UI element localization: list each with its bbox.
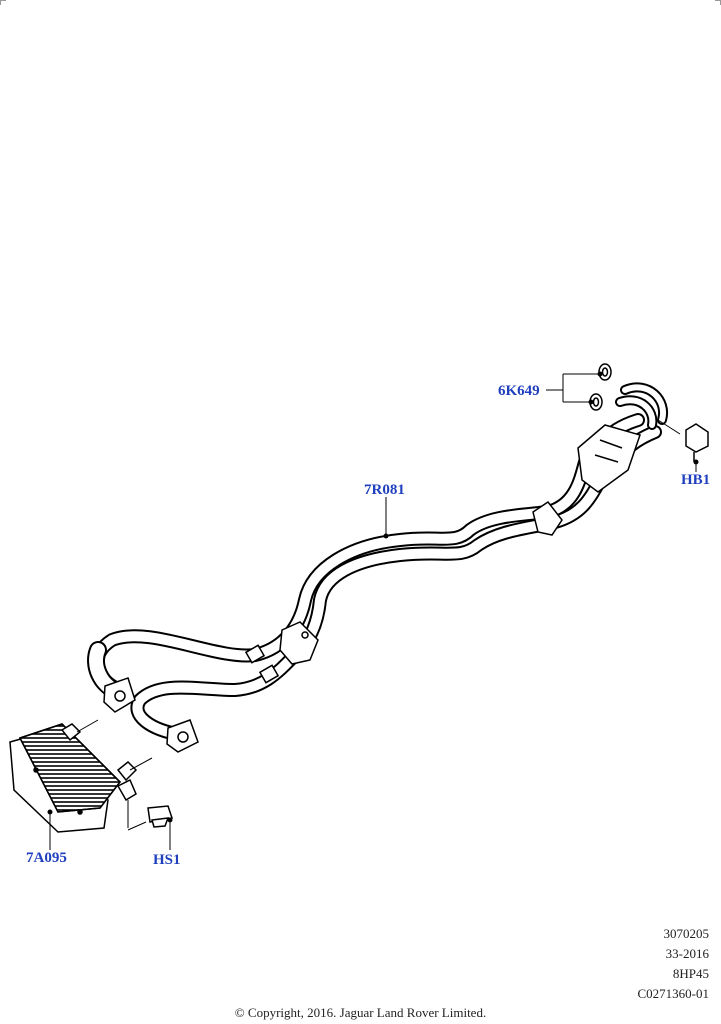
info-line-1: 3070205 [663,926,710,941]
callout-bolt-hb1[interactable]: HB1 [681,472,711,488]
info-line-3: 8HP45 [672,966,709,981]
top-left-corner-mark [0,0,6,5]
pipe-joint-mid [244,644,280,684]
pipe-bracket-middle [279,621,319,665]
bolt-hb1[interactable] [685,423,709,462]
diagram-info-block: 3070205 33-2016 8HP45 C0271360-01 [638,924,710,1004]
info-line-4: C0271360-01 [637,986,710,1001]
pipe-bracket-right [532,500,563,536]
hose-clamp-lower [166,719,199,753]
copyright-text: © Copyright, 2016. Jaguar Land Rover Lim… [234,1005,487,1020]
cooler-line-pipes[interactable] [87,382,669,742]
callout-cooler-lines[interactable]: 7R081 [364,482,405,498]
callout-seal-washers[interactable]: 6K649 [498,383,540,399]
callout-bolt-hs1[interactable]: HS1 [153,852,181,868]
bolt-hs1[interactable] [147,805,173,828]
leader-lines [47,371,699,850]
oil-cooler[interactable] [9,723,138,833]
callout-oil-cooler[interactable]: 7A095 [26,850,67,866]
info-line-2: 33-2016 [665,946,709,961]
pipe-damper-block [577,424,641,493]
hose-clamp-upper [103,677,136,713]
